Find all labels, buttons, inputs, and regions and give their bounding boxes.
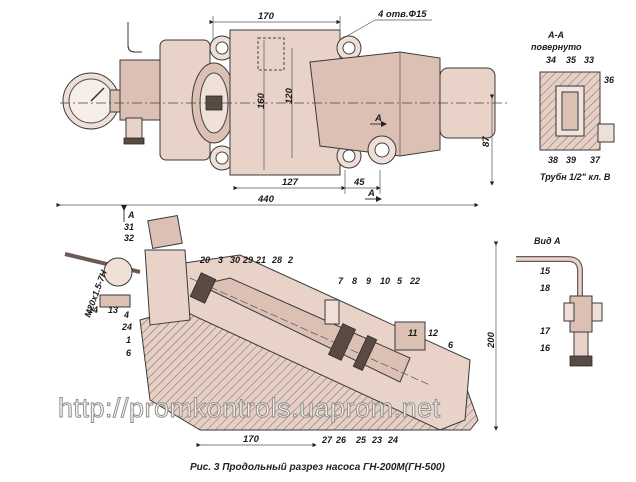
part-label-6-left: 6 <box>126 348 132 358</box>
view-a-label-18: 18 <box>540 283 550 293</box>
part-label-25: 25 <box>355 435 367 445</box>
section-aa-label-33: 33 <box>584 55 594 65</box>
part-label-6-right: 6 <box>448 340 454 350</box>
holes-note: 4 отв.Ф15 <box>377 9 427 20</box>
section-aa-label-39: 39 <box>566 155 576 165</box>
part-label-28: 28 <box>271 255 282 265</box>
dim-main-440: 440 <box>257 194 275 205</box>
section-mark-a-bottom: A <box>367 188 375 199</box>
dim-top-127: 127 <box>282 177 299 188</box>
part-label-12: 12 <box>428 328 438 338</box>
part-label-10: 10 <box>380 276 390 286</box>
part-label-14: 14 <box>88 305 98 315</box>
section-aa-label-34: 34 <box>546 55 556 65</box>
section-mark-a-top: A <box>374 113 382 124</box>
part-label-11: 11 <box>408 328 417 338</box>
section-aa-subtitle: повернуто <box>531 42 582 52</box>
section-aa-label-38: 38 <box>548 155 558 165</box>
part-label-26: 26 <box>335 435 347 445</box>
part-label-21: 21 <box>255 255 266 265</box>
part-label-7: 7 <box>338 276 344 286</box>
dim-top-160: 160 <box>256 92 267 109</box>
section-aa-label-36: 36 <box>604 75 615 85</box>
part-label-30: 30 <box>230 255 240 265</box>
view-a: Вид A 15 18 17 16 <box>516 236 603 367</box>
main-arrow-a: A <box>127 210 135 220</box>
dim-top-87: 87 <box>481 136 492 147</box>
part-label-2: 2 <box>287 255 293 265</box>
part-label-13: 13 <box>108 305 118 315</box>
part-label-22: 22 <box>409 276 420 286</box>
part-label-24-left: 24 <box>121 322 132 332</box>
section-aa-label-35: 35 <box>566 55 577 65</box>
section-aa-label-37: 37 <box>590 155 601 165</box>
part-label-23: 23 <box>371 435 382 445</box>
dim-top-120: 120 <box>284 87 295 104</box>
view-a-title: Вид A <box>534 236 561 246</box>
part-label-31: 31 <box>124 222 134 232</box>
valve-block <box>119 59 161 121</box>
part-label-9: 9 <box>366 276 371 286</box>
part-label-32: 32 <box>124 233 134 243</box>
pressure-gauge <box>62 72 131 130</box>
part-label-3: 3 <box>218 255 223 265</box>
part-label-27: 27 <box>321 435 333 445</box>
part-label-1: 1 <box>126 335 131 345</box>
dim-top-45: 45 <box>353 177 365 188</box>
part-label-4: 4 <box>123 310 129 320</box>
figure-caption: Рис. 3 Продольный разрез насоса ГН-200М(… <box>190 462 445 473</box>
view-a-label-16: 16 <box>540 343 551 353</box>
main-section-view: 440 A 200 170 M20x1.5-7H 31 32 20 <box>56 194 499 448</box>
view-a-label-15: 15 <box>540 266 551 276</box>
part-label-29: 29 <box>242 255 253 265</box>
section-aa-pipe-note: Трубн 1/2" кл. В <box>540 172 611 182</box>
part-label-5: 5 <box>397 276 403 286</box>
dim-top-170: 170 <box>258 11 275 22</box>
dim-main-170: 170 <box>243 434 260 445</box>
part-label-24-bottom: 24 <box>387 435 398 445</box>
top-view: 170 4 отв.Ф15 160 120 127 45 87 A A <box>60 9 510 202</box>
part-label-8: 8 <box>352 276 357 286</box>
dim-main-200: 200 <box>486 331 497 349</box>
watermark: http://promkontrols.uaprom.net <box>58 393 441 423</box>
section-aa-title: A-A <box>547 30 564 40</box>
section-aa-view: A-A повернуто 34 35 33 36 38 39 37 Трубн… <box>531 30 615 182</box>
view-a-label-17: 17 <box>540 326 551 336</box>
part-label-20: 20 <box>199 255 210 265</box>
